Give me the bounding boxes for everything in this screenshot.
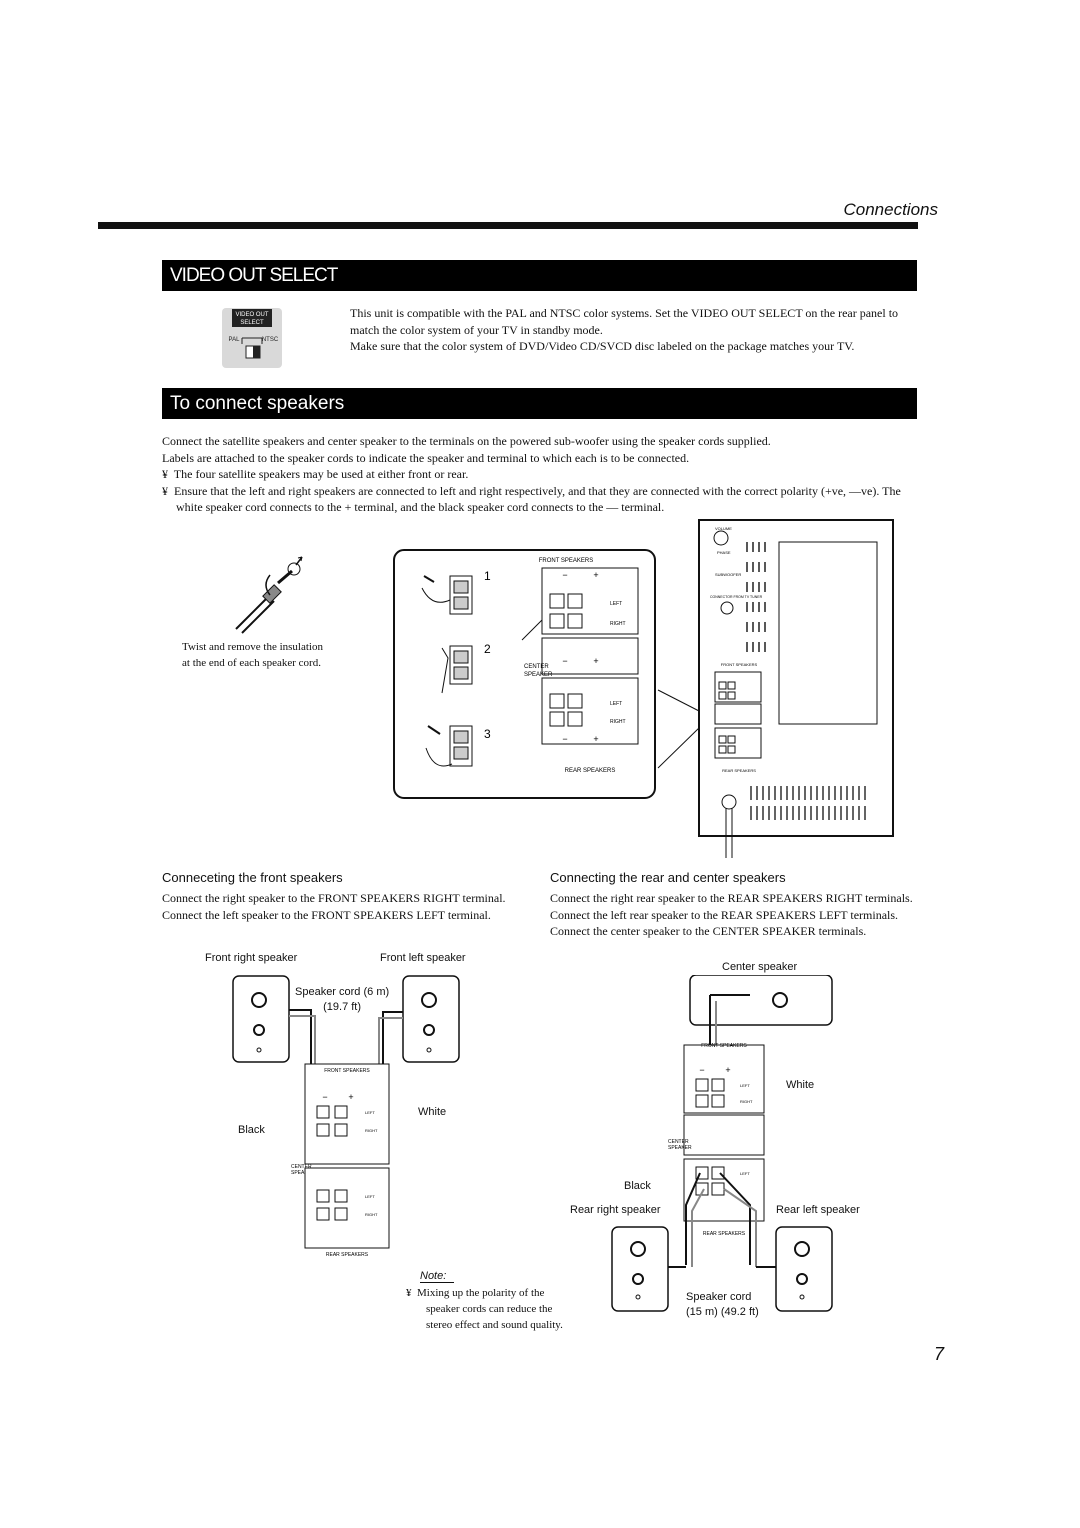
- svg-text:CENTER: CENTER: [291, 1164, 312, 1170]
- video-out-description: This unit is compatible with the PAL and…: [350, 306, 899, 353]
- front-speakers-heading: Conneceting the front speakers: [162, 870, 343, 885]
- svg-text:SPEAKER: SPEAKER: [668, 1145, 692, 1151]
- subwoofer-rear-panel: VOLUME PHASE SUBWOOFER CONNECTOR FROM TV…: [655, 518, 897, 860]
- video-out-switch-illustration: VIDEO OUT SELECT PAL NTSC: [222, 308, 282, 368]
- front-cord-label: Speaker cord (6 m) (19.7 ft): [295, 986, 390, 1013]
- insulation-caption: Twist and remove the insulation at the e…: [182, 641, 323, 669]
- front-wiring-diagram: FRONT SPEAKERS − + LEFT RIGHT CENTER SPE…: [225, 968, 465, 1268]
- svg-text:−: −: [699, 1065, 704, 1075]
- svg-text:+: +: [593, 656, 598, 666]
- svg-text:REAR SPEAKERS: REAR SPEAKERS: [703, 1231, 746, 1237]
- step-1-clip: [421, 575, 473, 615]
- note-label: Note:: [420, 1270, 455, 1283]
- svg-text:RIGHT: RIGHT: [365, 1212, 378, 1217]
- svg-text:+: +: [593, 570, 598, 580]
- svg-text:RIGHT: RIGHT: [740, 1099, 753, 1104]
- svg-text:CENTER: CENTER: [524, 664, 549, 670]
- step-2-clip: [441, 645, 473, 694]
- svg-text:SPEAKER: SPEAKER: [524, 672, 553, 678]
- front-black-label: Black: [238, 1124, 265, 1136]
- front-right-speaker-label: Front right speaker: [205, 952, 298, 964]
- svg-text:LEFT: LEFT: [365, 1194, 375, 1199]
- svg-text:+: +: [348, 1092, 353, 1102]
- front-speakers-text: Connect the right speaker to the FRONT S…: [162, 891, 506, 922]
- switch-ntsc-label: NTSC: [262, 337, 279, 343]
- svg-text:SUBWOOFER: SUBWOOFER: [715, 572, 741, 577]
- svg-text:PHASE: PHASE: [717, 550, 731, 555]
- connect-speakers-heading: To connect speakers: [162, 388, 917, 419]
- video-out-select-heading: VIDEO OUT SELECT: [162, 260, 917, 291]
- svg-text:REAR SPEAKERS: REAR SPEAKERS: [326, 1252, 369, 1258]
- svg-text:−: −: [562, 734, 567, 744]
- svg-text:REAR SPEAKERS: REAR SPEAKERS: [722, 768, 756, 773]
- front-left-speaker-label: Front left speaker: [380, 952, 466, 964]
- step-1-number: 1: [484, 569, 491, 583]
- rear-left-speaker-label: Rear left speaker: [776, 1204, 860, 1216]
- svg-text:LEFT: LEFT: [365, 1110, 375, 1115]
- step-2-number: 2: [484, 642, 491, 656]
- svg-text:SPEAKER: SPEAKER: [291, 1170, 315, 1176]
- svg-text:FRONT SPEAKERS: FRONT SPEAKERS: [701, 1043, 747, 1049]
- switch-pal-label: PAL: [229, 337, 241, 343]
- svg-text:LEFT: LEFT: [740, 1083, 750, 1088]
- note-text: ¥ Mixing up the polarity of the speaker …: [406, 1287, 563, 1331]
- svg-text:RIGHT: RIGHT: [610, 621, 626, 627]
- svg-text:CONNECTOR FROM TV TUNER: CONNECTOR FROM TV TUNER: [710, 595, 763, 599]
- step-3-number: 3: [484, 727, 491, 741]
- svg-text:−: −: [322, 1092, 327, 1102]
- svg-text:+: +: [593, 734, 598, 744]
- header-rule: [98, 222, 918, 229]
- detail-front-speakers-label: FRONT SPEAKERS: [539, 558, 594, 564]
- detail-rear-speakers-label: REAR SPEAKERS: [565, 768, 616, 774]
- svg-text:CENTER: CENTER: [668, 1139, 689, 1145]
- rear-speakers-heading: Connecting the rear and center speakers: [550, 870, 786, 885]
- step-3-clip: [425, 725, 473, 767]
- svg-text:−: −: [562, 570, 567, 580]
- connect-intro: Connect the satellite speakers and cente…: [162, 434, 901, 514]
- switch-label-line1: VIDEO OUT: [235, 312, 268, 318]
- rear-right-speaker-label: Rear right speaker: [570, 1204, 661, 1216]
- rear-speakers-text: Connect the right rear speaker to the RE…: [550, 891, 913, 938]
- rear-black-label: Black: [624, 1180, 651, 1192]
- terminal-detail-panel: 1 2 3 FRONT SPEAKERS − + LEFT RIGHT CENT…: [392, 548, 657, 800]
- switch-label-line2: SELECT: [240, 320, 264, 326]
- svg-text:FRONT SPEAKERS: FRONT SPEAKERS: [721, 662, 758, 667]
- svg-text:LEFT: LEFT: [610, 701, 622, 707]
- rear-white-label: White: [786, 1079, 815, 1091]
- svg-text:+: +: [725, 1065, 730, 1075]
- svg-text:RIGHT: RIGHT: [365, 1128, 378, 1133]
- svg-text:LEFT: LEFT: [740, 1171, 750, 1176]
- section-title: Connections: [843, 200, 938, 219]
- svg-text:−: −: [562, 656, 567, 666]
- page-number: 7: [934, 1344, 945, 1364]
- svg-text:FRONT SPEAKERS: FRONT SPEAKERS: [324, 1068, 370, 1074]
- front-white-label: White: [418, 1106, 447, 1118]
- svg-text:LEFT: LEFT: [610, 601, 622, 607]
- rear-wiring-diagram: FRONT SPEAKERS − + LEFT RIGHT CENTER SPE…: [600, 974, 880, 1315]
- insulation-strip-illustration: [230, 555, 320, 635]
- svg-text:RIGHT: RIGHT: [610, 719, 626, 725]
- center-speaker-label: Center speaker: [722, 961, 798, 973]
- svg-text:VOLUME: VOLUME: [715, 526, 732, 531]
- rear-cord-label: Speaker cord (15 m) (49.2 ft): [686, 1291, 759, 1318]
